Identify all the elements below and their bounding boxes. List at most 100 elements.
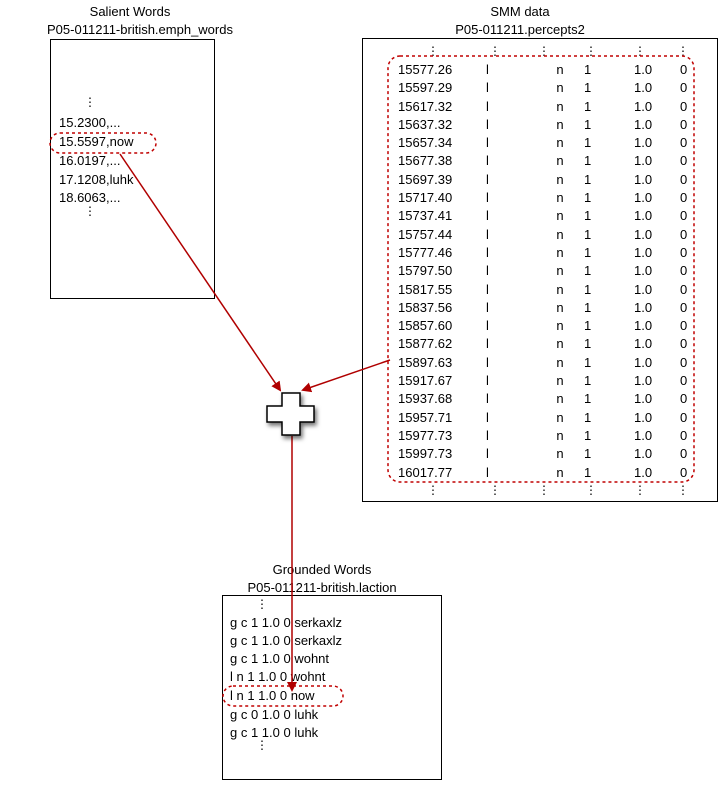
smm-cell: l bbox=[486, 98, 489, 114]
smm-cell: 0 bbox=[680, 409, 688, 425]
vertical-ellipsis-icon: ⋮ bbox=[427, 44, 439, 58]
smm-cell: l bbox=[486, 190, 489, 206]
smm-cell: 15717.40 bbox=[398, 190, 453, 206]
smm-cell: 1.0 bbox=[634, 116, 653, 132]
smm-cell: 1.0 bbox=[634, 62, 653, 77]
smm-cell: 1.0 bbox=[634, 409, 653, 425]
smm-cell: l bbox=[486, 318, 489, 334]
smm-cell: 1 bbox=[584, 190, 592, 206]
smm-cell: 15577.26 bbox=[398, 62, 453, 77]
smm-cell: 1 bbox=[584, 354, 592, 370]
grounded-line: l n 1 1.0 0 wohnt bbox=[230, 669, 326, 684]
grounded-words-box: ⋮ g c 1 1.0 0 serkaxlz g c 1 1.0 0 serka… bbox=[222, 595, 442, 780]
smm-cell: l bbox=[486, 281, 489, 297]
smm-cell: 15597.29 bbox=[398, 80, 453, 96]
smm-cell: 1.0 bbox=[634, 281, 653, 297]
vertical-ellipsis-icon: ⋮ bbox=[427, 483, 439, 497]
smm-cell: 1.0 bbox=[634, 208, 653, 224]
smm-cell: 15637.32 bbox=[398, 116, 453, 132]
smm-cell: 15657.34 bbox=[398, 135, 453, 151]
smm-cell: 1.0 bbox=[634, 427, 653, 443]
smm-cell: l bbox=[486, 336, 489, 352]
smm-cell: l bbox=[486, 354, 489, 370]
smm-cell: 0 bbox=[680, 263, 688, 279]
smm-cell: 15757.44 bbox=[398, 226, 453, 242]
smm-cell: 1 bbox=[584, 263, 592, 279]
smm-cell: 0 bbox=[680, 62, 688, 77]
smm-cell: 1 bbox=[584, 135, 592, 151]
smm-cell: l bbox=[486, 427, 489, 443]
smm-cell: 0 bbox=[680, 153, 688, 169]
smm-cell: l bbox=[486, 153, 489, 169]
smm-cell: n bbox=[556, 373, 564, 389]
smm-subtitle: P05-011211.percepts2 bbox=[455, 22, 585, 37]
smm-cell: n bbox=[556, 446, 564, 462]
smm-cell: 0 bbox=[680, 116, 688, 132]
smm-cell: n bbox=[556, 208, 564, 224]
smm-cell: 1.0 bbox=[634, 391, 653, 407]
vertical-ellipsis-icon: ⋮ bbox=[84, 204, 96, 218]
smm-cell: 1 bbox=[584, 244, 592, 260]
smm-cell: 0 bbox=[680, 373, 688, 389]
smm-cell: 0 bbox=[680, 208, 688, 224]
smm-cell: 1.0 bbox=[634, 153, 653, 169]
smm-cell: 1 bbox=[584, 153, 592, 169]
smm-cell: 15917.67 bbox=[398, 373, 453, 389]
smm-cell: 1.0 bbox=[634, 299, 653, 315]
smm-cell: 16017.77 bbox=[398, 464, 453, 480]
grounded-line-highlighted: l n 1 1.0 0 now bbox=[230, 688, 315, 703]
smm-cell: 15897.63 bbox=[398, 354, 453, 370]
smm-cell: n bbox=[556, 464, 564, 480]
smm-cell: 15937.68 bbox=[398, 391, 453, 407]
smm-cell: 1 bbox=[584, 464, 592, 480]
smm-cell: 1 bbox=[584, 80, 592, 96]
salient-line: 16.0197,... bbox=[59, 153, 121, 168]
smm-cell: 1.0 bbox=[634, 373, 653, 389]
smm-cell: n bbox=[556, 427, 564, 443]
smm-cell: l bbox=[486, 80, 489, 96]
smm-cell: 15977.73 bbox=[398, 427, 453, 443]
smm-cell: n bbox=[556, 391, 564, 407]
smm-cell: 15877.62 bbox=[398, 336, 453, 352]
smm-cell: 0 bbox=[680, 446, 688, 462]
grounded-title: Grounded Words bbox=[272, 562, 372, 577]
smm-cell: n bbox=[556, 299, 564, 315]
vertical-ellipsis-icon: ⋮ bbox=[677, 483, 689, 497]
smm-cell: n bbox=[556, 226, 564, 242]
smm-cell: n bbox=[556, 80, 564, 96]
smm-cell: 1 bbox=[584, 62, 592, 77]
vertical-ellipsis-icon: ⋮ bbox=[489, 44, 501, 58]
smm-cell: 1 bbox=[584, 409, 592, 425]
smm-cell: n bbox=[556, 98, 564, 114]
smm-cell: 0 bbox=[680, 354, 688, 370]
smm-cell: l bbox=[486, 171, 489, 187]
vertical-ellipsis-icon: ⋮ bbox=[538, 44, 550, 58]
smm-cell: 15837.56 bbox=[398, 299, 453, 315]
smm-cell: 0 bbox=[680, 80, 688, 96]
smm-cell: 1 bbox=[584, 318, 592, 334]
smm-cell: 1.0 bbox=[634, 263, 653, 279]
smm-cell: 0 bbox=[680, 135, 688, 151]
smm-cell: 1 bbox=[584, 391, 592, 407]
smm-cell: n bbox=[556, 62, 564, 77]
smm-cell: 1 bbox=[584, 336, 592, 352]
salient-subtitle: P05-011211-british.emph_words bbox=[47, 22, 233, 37]
smm-cell: 0 bbox=[680, 226, 688, 242]
salient-line: 18.6063,... bbox=[59, 190, 121, 205]
smm-cell: l bbox=[486, 446, 489, 462]
vertical-ellipsis-icon: ⋮ bbox=[256, 738, 268, 752]
smm-cell: l bbox=[486, 244, 489, 260]
smm-cell: l bbox=[486, 373, 489, 389]
